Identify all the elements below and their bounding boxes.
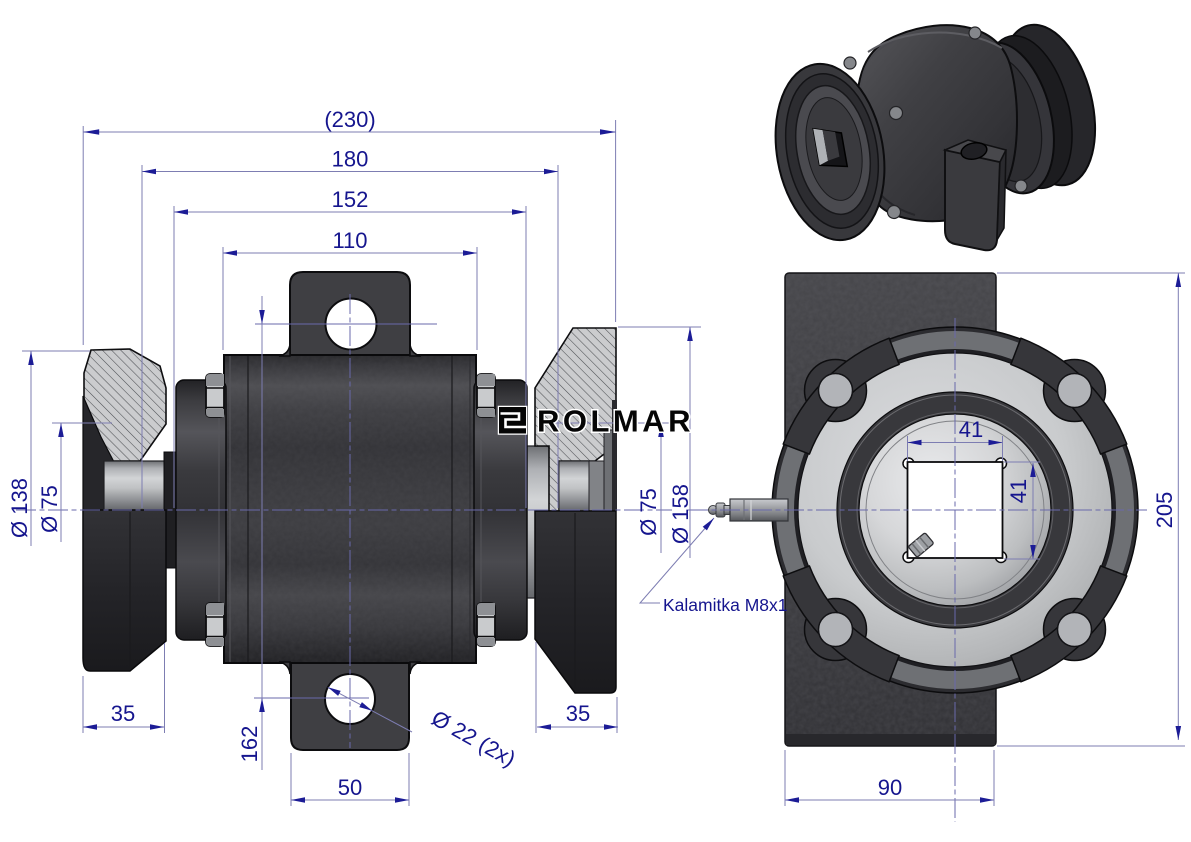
svg-text:180: 180: [332, 147, 369, 172]
svg-text:Ø 138: Ø 138: [7, 478, 32, 538]
svg-text:205: 205: [1152, 492, 1177, 529]
svg-text:Ø 75: Ø 75: [636, 488, 661, 536]
svg-text:(230): (230): [324, 107, 375, 132]
svg-text:41: 41: [959, 417, 983, 442]
svg-text:110: 110: [332, 228, 367, 253]
svg-text:Kalamitka M8x1: Kalamitka M8x1: [663, 595, 788, 615]
svg-text:152: 152: [332, 187, 369, 212]
svg-text:35: 35: [566, 701, 590, 726]
svg-text:90: 90: [878, 775, 902, 800]
svg-text:Ø 158: Ø 158: [668, 484, 693, 544]
svg-text:Ø 75: Ø 75: [37, 485, 62, 533]
svg-text:35: 35: [111, 701, 135, 726]
svg-text:50: 50: [338, 775, 362, 800]
svg-text:162: 162: [237, 726, 262, 763]
svg-text:ROLMAR: ROLMAR: [537, 404, 694, 439]
svg-text:41: 41: [1006, 479, 1031, 503]
